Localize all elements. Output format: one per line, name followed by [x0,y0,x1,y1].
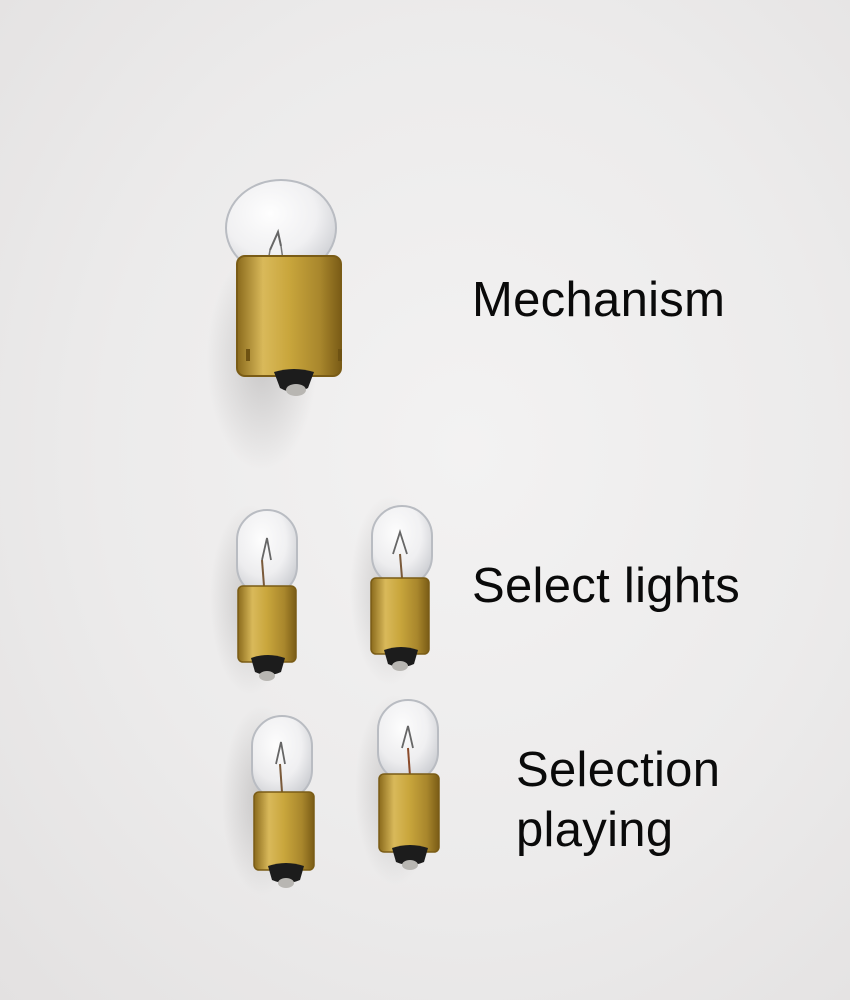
select-light-bulb-left [210,505,298,695]
selection-playing-bulb-right [355,695,440,885]
mechanism-bulb [207,179,342,470]
select-lights-label: Select lights [472,559,741,613]
selection-playing-label-line1: Selection [516,743,721,797]
selection-playing-bulb-left [222,705,315,895]
selection-playing-label: Selection playing [516,740,720,860]
selection-playing-label-line2: playing [516,803,674,857]
mechanism-label: Mechanism [472,273,726,327]
select-light-bulb-right [350,495,433,685]
